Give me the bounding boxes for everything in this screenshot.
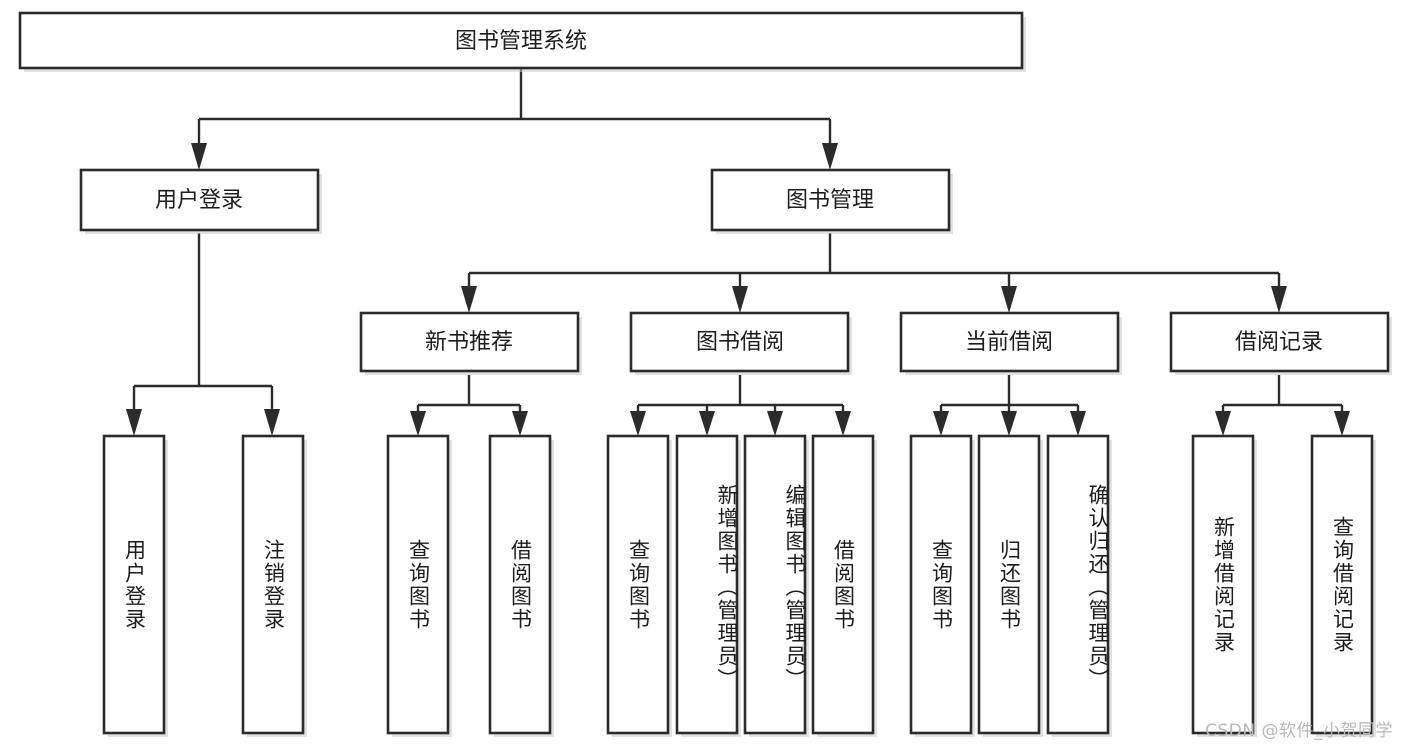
node-user-login[interactable]: 用户登录	[79, 168, 322, 234]
leaf-box-group	[102, 434, 1376, 737]
node-new-book-recommend-box[interactable]	[359, 311, 580, 373]
arrow-head-leaf-edit-book	[767, 411, 783, 436]
node-current-borrow-box[interactable]	[899, 311, 1120, 373]
node-book-borrow-box[interactable]	[629, 311, 850, 373]
arrow-head-leaf-borrow-book-2	[835, 411, 851, 436]
leaf-borrow-book-2-box[interactable]	[811, 434, 875, 735]
node-current-borrow[interactable]: 当前借阅	[899, 311, 1122, 375]
node-root[interactable]: 图书管理系统	[18, 11, 1026, 72]
connector-group	[126, 68, 1350, 436]
arrow-head-leaf-query-record	[1334, 411, 1350, 436]
arrow-head-new-book-recommend	[461, 286, 477, 313]
leaf-query-book-2-box[interactable]	[606, 434, 670, 735]
arrow-head-leaf-return-book	[1001, 411, 1017, 436]
node-new-book-recommend-label: 新书推荐	[425, 330, 513, 355]
node-book-borrow-label: 图书借阅	[696, 330, 784, 355]
leaf-query-book-1-box[interactable]	[386, 434, 450, 735]
leaf-user-login-box[interactable]	[102, 434, 166, 735]
leaf-query-book-3-box[interactable]	[909, 434, 973, 735]
node-book-manage-box[interactable]	[710, 168, 951, 232]
csdn-watermark: CSDN @软件_小贺同学	[1205, 721, 1393, 741]
leaf-confirm-return-box[interactable]	[1046, 434, 1110, 735]
node-user-login-label: 用户登录	[155, 188, 243, 213]
arrow-head-current-borrow	[1001, 286, 1017, 313]
node-new-book-recommend[interactable]: 新书推荐	[359, 311, 582, 375]
arrow-head-leaf-confirm-return	[1070, 411, 1086, 436]
node-borrow-record-label: 借阅记录	[1235, 330, 1323, 355]
node-book-manage-label: 图书管理	[786, 188, 874, 213]
node-borrow-record[interactable]: 借阅记录	[1169, 311, 1392, 375]
leaf-add-book-box[interactable]	[675, 434, 739, 735]
node-book-borrow[interactable]: 图书借阅	[629, 311, 852, 375]
arrow-head-book-borrow	[732, 286, 748, 313]
arrow-head-leaf-query-book-3	[933, 411, 949, 436]
node-user-login-box[interactable]	[79, 168, 320, 232]
arrow-head-leaf-user-login	[126, 409, 142, 436]
leaf-edit-book-box[interactable]	[743, 434, 807, 735]
arrow-head-leaf-borrow-book-1	[512, 411, 528, 436]
arrow-head-borrow-record	[1271, 286, 1287, 313]
arrow-head-leaf-query-book-2	[630, 411, 646, 436]
arrow-head-leaf-add-record	[1215, 411, 1231, 436]
leaf-logout-login-box[interactable]	[241, 434, 305, 735]
arrow-head-user-login	[191, 143, 207, 170]
node-borrow-record-box[interactable]	[1169, 311, 1390, 373]
arrow-head-leaf-query-book-1	[410, 411, 426, 436]
arrow-head-leaf-logout-login	[264, 409, 280, 436]
node-root-label: 图书管理系统	[455, 29, 587, 54]
arrow-head-book-manage	[822, 143, 838, 170]
leaf-add-record-box[interactable]	[1191, 434, 1255, 735]
leaf-query-record-box[interactable]	[1310, 434, 1374, 735]
node-book-manage[interactable]: 图书管理	[710, 168, 953, 234]
leaf-return-book-box[interactable]	[977, 434, 1041, 735]
node-root-box[interactable]	[18, 11, 1024, 70]
node-current-borrow-label: 当前借阅	[965, 330, 1053, 355]
leaf-borrow-book-1-box[interactable]	[488, 434, 552, 735]
arrow-head-leaf-add-book	[699, 411, 715, 436]
